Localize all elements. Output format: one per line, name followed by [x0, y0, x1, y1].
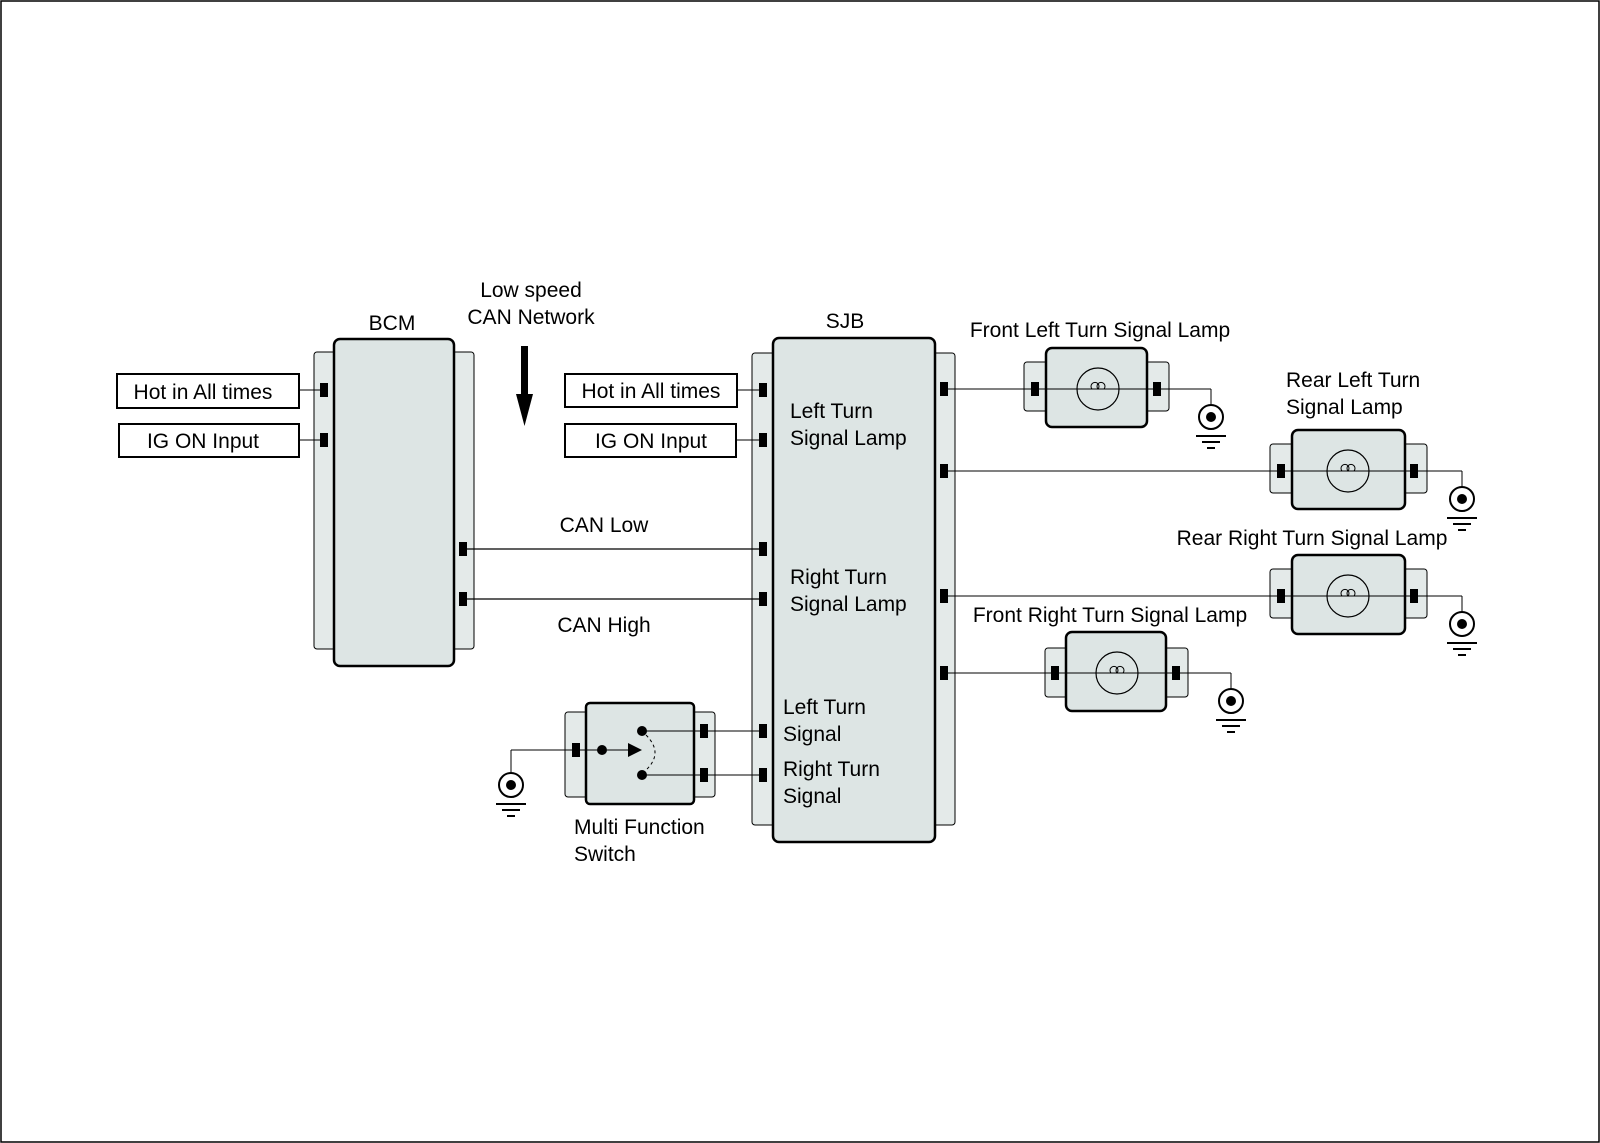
sjb-ig-pin	[759, 433, 767, 447]
ground-icon	[1216, 688, 1246, 733]
rear-left-lamp: Rear Left Turn Signal Lamp	[1269, 369, 1428, 511]
sjb-left-lamp-label-2: Signal Lamp	[790, 427, 907, 450]
ground-icon	[1447, 611, 1477, 656]
sjb-right-signal-label-2: Signal	[783, 785, 841, 808]
bcm-hot-input-label: Hot in All times	[134, 381, 273, 404]
ground-icon	[1196, 404, 1226, 449]
rear-right-lamp-label: Rear Right Turn Signal Lamp	[1177, 527, 1448, 550]
sjb-label: SJB	[826, 310, 865, 333]
sjb-can-high-pin	[759, 592, 767, 606]
sjb-hot-pin	[759, 383, 767, 397]
ground-icon	[1447, 486, 1477, 531]
bcm-ig-input-box	[118, 423, 300, 458]
sjb-body	[771, 336, 937, 844]
bcm-body	[332, 337, 456, 668]
sjb-right-lamp-label-1: Right Turn	[790, 566, 887, 589]
bcm-ig-input-label: IG ON Input	[147, 430, 259, 453]
sjb-module: SJB Left Turn Signal Lamp Right Turn Sig…	[751, 310, 956, 844]
sjb-right-lamp-label-2: Signal Lamp	[790, 593, 907, 616]
sjb-left-lamp-label-1: Left Turn	[790, 400, 873, 423]
switch-label-2: Switch	[574, 843, 636, 866]
sjb-can-low-pin	[759, 542, 767, 556]
sjb-ig-input-label: IG ON Input	[595, 430, 707, 453]
switch-contact-arrow	[628, 743, 642, 757]
bcm-label: BCM	[369, 312, 416, 335]
front-right-lamp-label: Front Right Turn Signal Lamp	[973, 604, 1247, 627]
bcm-can-low-pin	[459, 542, 467, 556]
front-right-lamp: Front Right Turn Signal Lamp	[973, 604, 1247, 713]
ground-icon	[496, 772, 526, 817]
sjb-ig-input-box	[564, 423, 737, 458]
network-label-line2: CAN Network	[467, 306, 595, 329]
sjb-hot-input-label: Hot in All times	[582, 380, 721, 403]
bcm-hot-pin	[320, 383, 328, 397]
bcm-module: BCM	[313, 312, 475, 668]
sjb-hot-input-box	[564, 373, 738, 408]
sjb-left-signal-label-1: Left Turn	[783, 696, 866, 719]
rear-left-lamp-label-2: Signal Lamp	[1286, 396, 1403, 419]
switch-body	[584, 701, 696, 806]
front-left-lamp-label: Front Left Turn Signal Lamp	[970, 319, 1230, 342]
bcm-can-high-pin	[459, 592, 467, 606]
can-high-label: CAN High	[557, 614, 650, 637]
can-low-label: CAN Low	[560, 514, 650, 537]
rear-left-lamp-label-1: Rear Left Turn	[1286, 369, 1420, 392]
sjb-left-flange	[751, 352, 776, 826]
multi-function-switch: Multi Function Switch	[564, 701, 716, 866]
bcm-ig-pin	[320, 433, 328, 447]
bcm-hot-input-box	[116, 373, 300, 409]
network-down-arrow	[516, 346, 533, 426]
sjb-left-signal-label-2: Signal	[783, 723, 841, 746]
switch-label-1: Multi Function	[574, 816, 705, 839]
network-label-line1: Low speed	[480, 279, 582, 302]
sjb-right-signal-label-1: Right Turn	[783, 758, 880, 781]
